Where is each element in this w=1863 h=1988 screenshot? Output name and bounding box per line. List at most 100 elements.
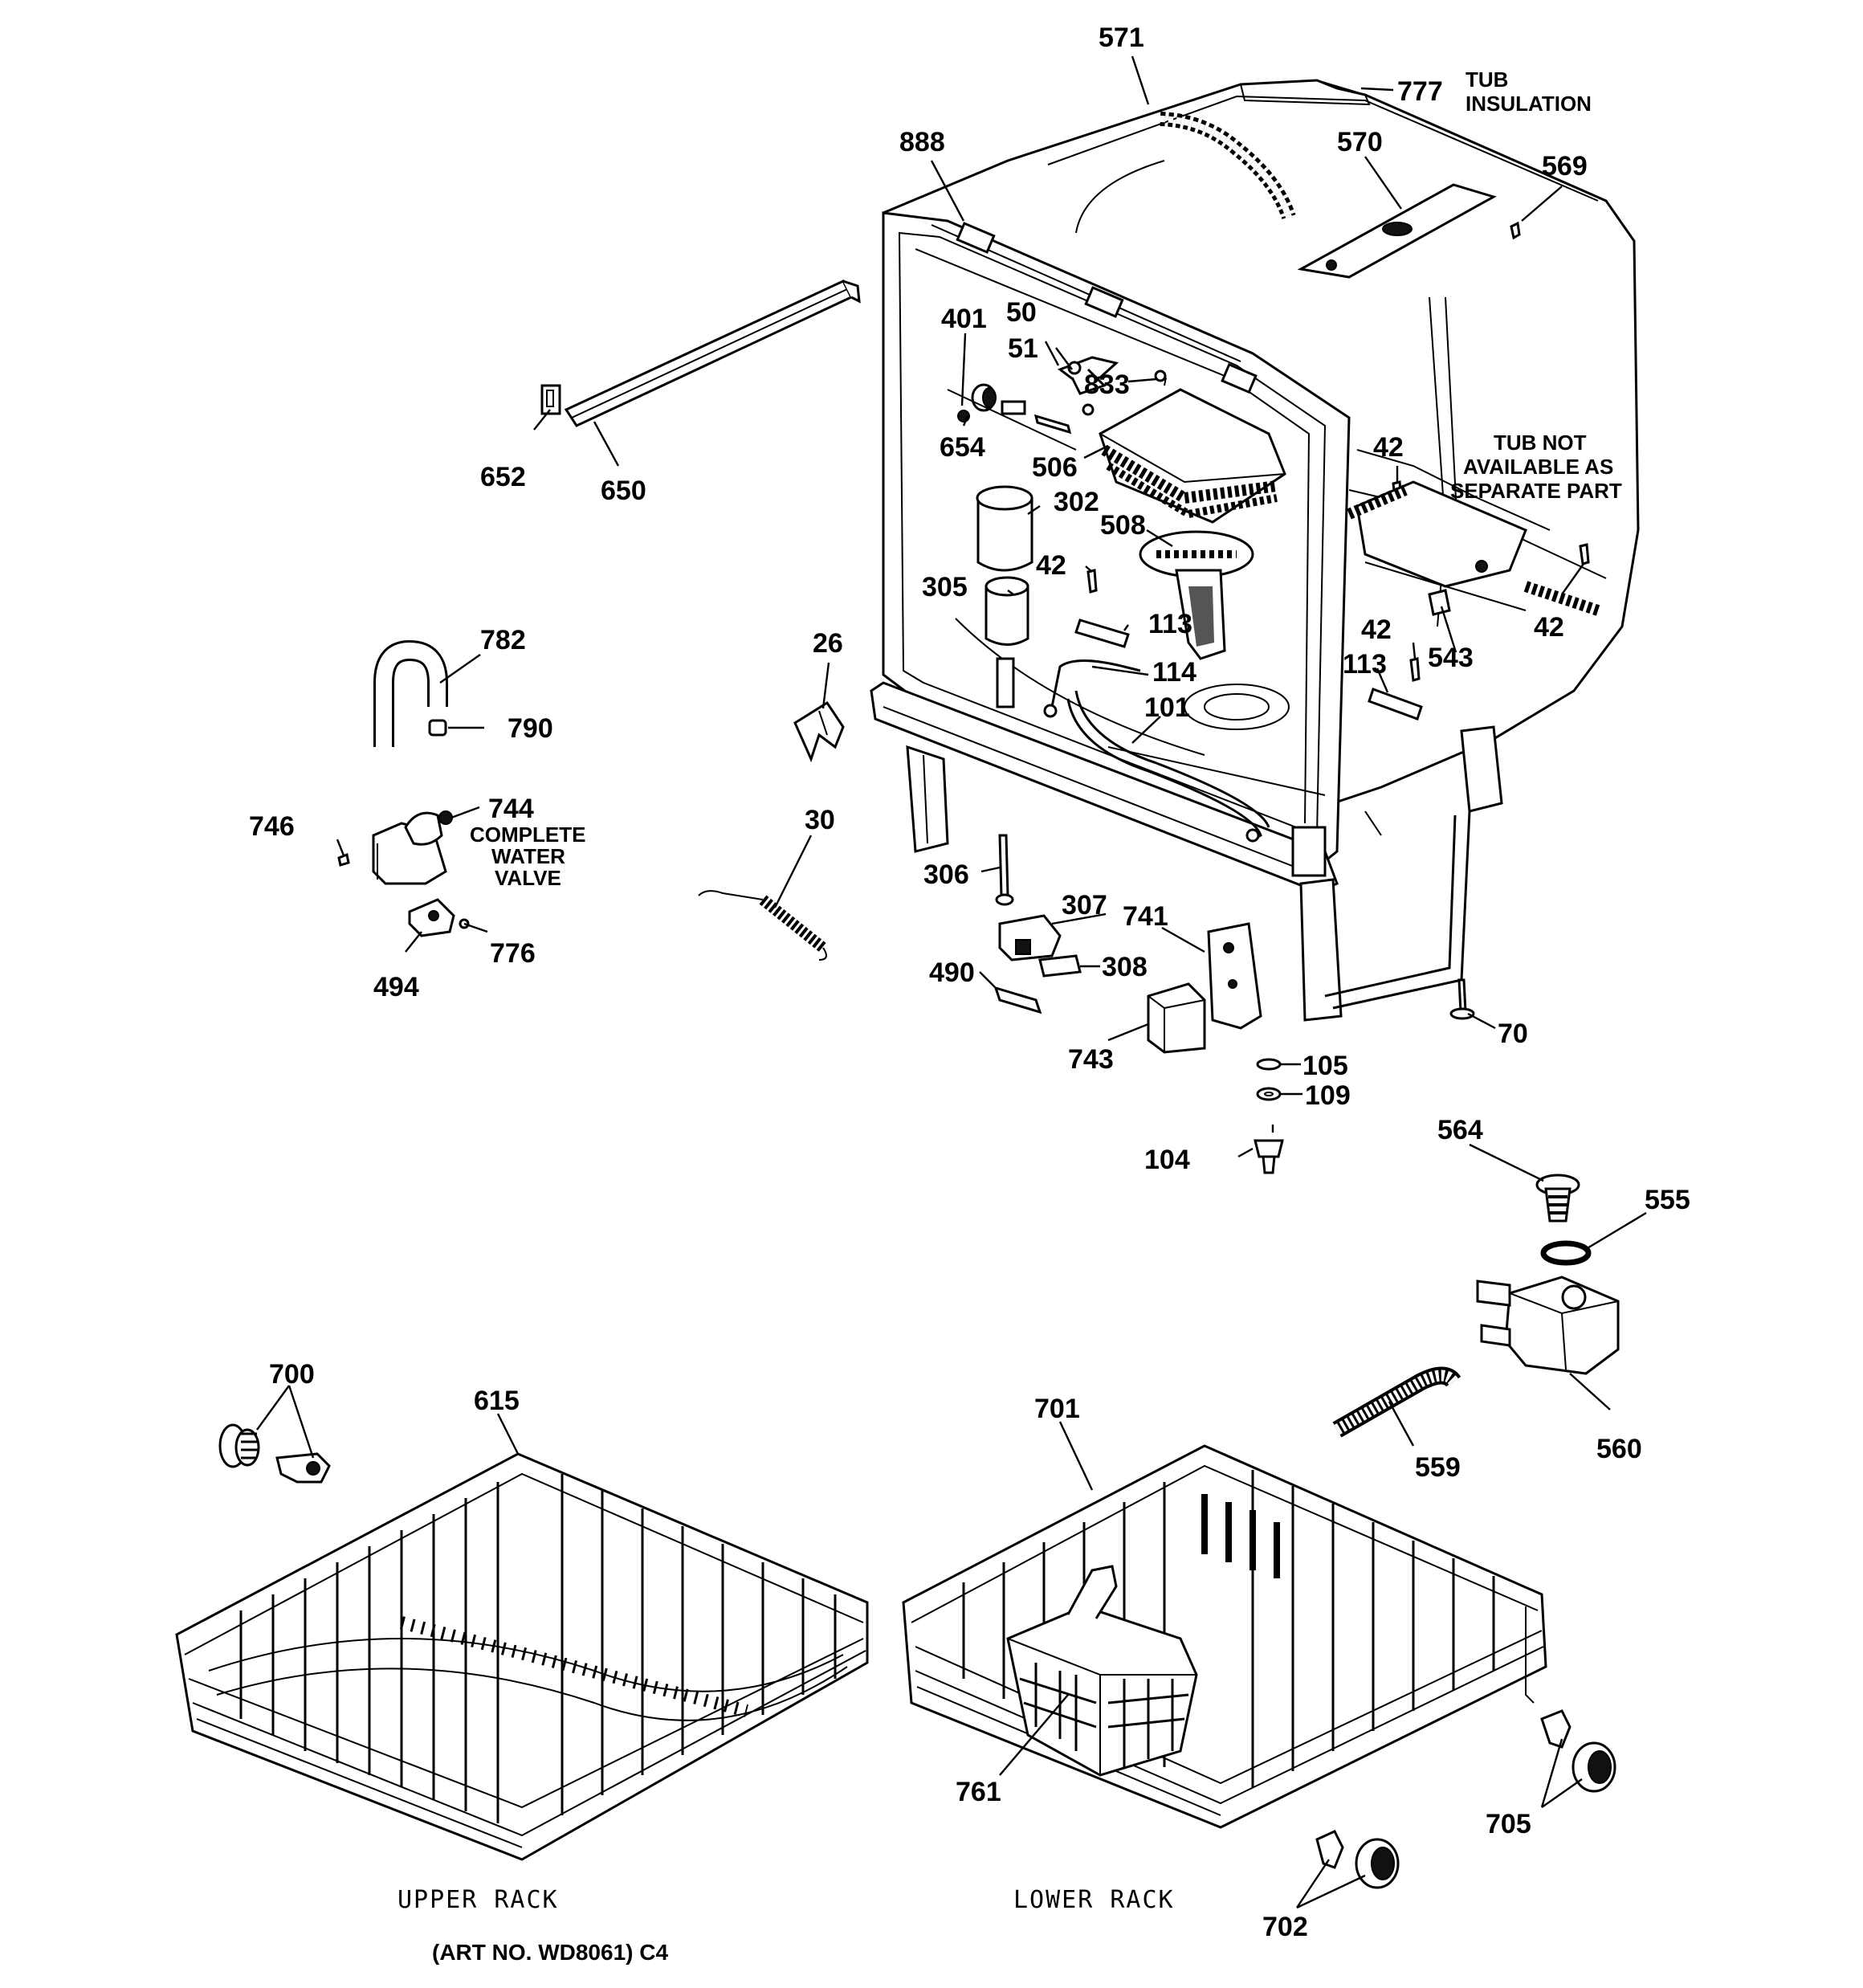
callout-26: 26 [813, 628, 843, 659]
foot-104 [1254, 1139, 1284, 1174]
upper-rack-rollers [218, 1423, 331, 1484]
note-line: TUB NOT [1494, 431, 1587, 455]
leader-lines [256, 55, 1647, 1909]
tub-insulation-note: TUB INSULATION [1466, 67, 1592, 116]
callout-744: 744 [488, 794, 534, 824]
callout-109: 109 [1305, 1080, 1351, 1111]
screw-569 [1510, 221, 1521, 240]
callout-50: 50 [1006, 297, 1037, 328]
callout-105: 105 [1302, 1051, 1348, 1081]
callout-705: 705 [1486, 1809, 1531, 1839]
upper-rack-label: UPPER RACK [397, 1886, 559, 1914]
heating-element [1043, 659, 1270, 843]
callout-114: 114 [1152, 657, 1196, 688]
callout-101: 101 [1144, 692, 1190, 723]
callout-650: 650 [601, 476, 646, 506]
screw-42-right [1579, 543, 1590, 565]
callout-104: 104 [1144, 1145, 1190, 1175]
callout-570: 570 [1337, 127, 1383, 157]
callout-777: 777 [1397, 76, 1443, 107]
callout-30: 30 [805, 805, 835, 835]
callout-555: 555 [1645, 1185, 1690, 1215]
callout-782: 782 [480, 625, 526, 655]
tub-not-available-note: TUB NOT AVAILABLE AS SEPARATE PART [1450, 431, 1622, 503]
lower-rack-roller-702 [1315, 1830, 1400, 1889]
callout-490: 490 [929, 957, 975, 988]
callout-306: 306 [923, 859, 969, 890]
drain-hose-559 [1332, 1366, 1461, 1438]
callout-790: 790 [508, 713, 553, 744]
leveling-leg [1449, 978, 1475, 1020]
callout-113-right: 113 [1343, 649, 1387, 680]
callout-labels: 571 777 888 570 569 401 50 51 833 652 65… [249, 22, 1690, 1942]
callout-494: 494 [373, 972, 419, 1002]
detergent-dispenser [1099, 388, 1286, 524]
screw-42-front [1086, 569, 1098, 594]
callout-305: 305 [922, 572, 968, 602]
lower-rack-roller-705 [1540, 1709, 1616, 1793]
callout-307: 307 [1062, 890, 1107, 921]
washer-105 [1256, 1058, 1282, 1071]
callout-506: 506 [1032, 452, 1078, 483]
water-valve-note: COMPLETE WATER VALVE [470, 823, 585, 890]
callout-560: 560 [1596, 1434, 1642, 1464]
vent-parts [947, 356, 1167, 451]
note-line: SEPARATE PART [1450, 479, 1622, 503]
sump-assembly [1347, 480, 1600, 616]
callout-761: 761 [956, 1777, 1001, 1807]
switch-307 [998, 914, 1062, 961]
callout-776: 776 [490, 938, 536, 969]
float-stem [996, 657, 1015, 708]
callout-113-left: 113 [1148, 609, 1192, 639]
float-cylinder [984, 576, 1029, 646]
note-line: AVAILABLE AS [1463, 455, 1613, 479]
valve-screw [337, 852, 350, 867]
note-line: COMPLETE [470, 823, 585, 847]
actuator-490 [993, 986, 1042, 1014]
callout-70: 70 [1498, 1018, 1528, 1049]
callout-42-top: 42 [1373, 432, 1404, 463]
callout-51: 51 [1008, 333, 1038, 364]
callout-543: 543 [1428, 643, 1474, 673]
o-ring-555 [1540, 1240, 1592, 1266]
callout-746: 746 [249, 811, 295, 842]
callout-702: 702 [1262, 1912, 1308, 1942]
box-743 [1147, 982, 1206, 1054]
callout-564: 564 [1437, 1115, 1483, 1145]
washer-109 [1256, 1087, 1282, 1101]
switch-308 [1038, 954, 1082, 978]
callout-401: 401 [941, 304, 987, 334]
door-spring [698, 890, 827, 961]
leveling-bracket [793, 700, 845, 763]
callout-569: 569 [1542, 151, 1588, 182]
rinse-aid-cylinder [976, 485, 1033, 572]
upper-rack [175, 1452, 869, 1861]
art-number: (ART NO. WD8061) C4 [432, 1940, 668, 1965]
callout-559: 559 [1415, 1452, 1461, 1483]
note-line: VALVE [495, 866, 561, 890]
callout-652: 652 [480, 462, 526, 492]
door-gasket [564, 280, 861, 427]
hose-clamp [428, 719, 447, 737]
valve-bracket [408, 898, 455, 937]
callout-42-front: 42 [1036, 550, 1066, 581]
drain-loop-hose [373, 639, 448, 747]
callout-42-right: 42 [1534, 612, 1564, 643]
note-line: TUB [1466, 67, 1508, 92]
screw-42-lower [1409, 657, 1421, 682]
water-valve [372, 810, 453, 885]
bracket-741 [1207, 922, 1262, 1030]
callout-571: 571 [1099, 22, 1144, 53]
note-line: INSULATION [1466, 92, 1592, 116]
bracket-113-right [1368, 688, 1423, 720]
pump-cap [1535, 1174, 1580, 1223]
lower-rack [902, 1444, 1547, 1829]
vent-bracket [1297, 183, 1497, 279]
callout-741: 741 [1123, 901, 1168, 932]
callout-888: 888 [899, 127, 945, 157]
callout-654: 654 [940, 432, 985, 463]
callout-833: 833 [1084, 369, 1130, 400]
callout-508: 508 [1100, 510, 1146, 541]
bracket-113-left [1074, 618, 1130, 648]
